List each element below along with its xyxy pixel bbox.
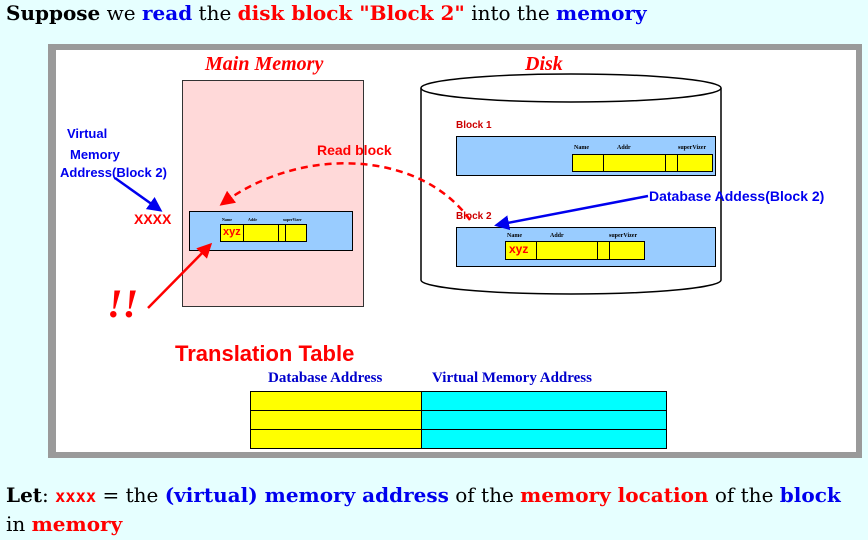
read-block-label: Read block bbox=[317, 142, 392, 158]
database-address-arrow bbox=[494, 194, 649, 231]
header-word-the: the bbox=[198, 1, 232, 25]
footer-block: block bbox=[779, 483, 841, 507]
virtual-address-arrow bbox=[114, 176, 163, 212]
header-word-we: we bbox=[106, 1, 136, 25]
table-cell-vm bbox=[421, 410, 667, 430]
disk-label: Disk bbox=[525, 53, 563, 75]
footer-colon: : bbox=[42, 483, 49, 507]
table-header-vm-address: Virtual Memory Address bbox=[432, 370, 592, 386]
footer-equals-the: = the bbox=[102, 483, 159, 507]
footer-in: in bbox=[6, 512, 26, 536]
table-header-db-address: Database Address bbox=[268, 370, 383, 386]
footer-virtual-memory-address: (virtual) memory address bbox=[164, 483, 449, 507]
exclamation-mark: !! bbox=[107, 281, 139, 326]
xxxx-label: XXXX bbox=[134, 211, 172, 227]
memory-field-addr: Addr bbox=[248, 217, 258, 222]
memory-xyz: xyz bbox=[223, 226, 241, 238]
block2-field-addr: Addr bbox=[550, 233, 564, 239]
virtual-label-line1: Virtual bbox=[67, 126, 108, 141]
memory-field-super: superVizer bbox=[283, 217, 302, 222]
block1-label: Block 1 bbox=[456, 120, 492, 131]
table-cell-db bbox=[250, 410, 422, 430]
block2-field-super: superVizer bbox=[609, 233, 638, 239]
database-address-label: Database Addess(Block 2) bbox=[649, 188, 825, 204]
footer-memory-location: memory location bbox=[520, 483, 709, 507]
translation-table bbox=[250, 391, 667, 449]
footer-of-the-1: of the bbox=[455, 483, 514, 507]
header-sentence: Suppose we read the disk block "Block 2"… bbox=[6, 0, 647, 26]
block2-xyz: xyz bbox=[509, 242, 529, 256]
memory-field-name: Name bbox=[222, 217, 232, 222]
main-memory-box bbox=[182, 80, 364, 307]
table-cell-vm bbox=[421, 391, 667, 411]
footer-memory: memory bbox=[31, 512, 123, 536]
header-word-read: read bbox=[141, 1, 193, 25]
block1-field-addr: Addr bbox=[617, 145, 631, 151]
block2-field-name: Name bbox=[507, 233, 522, 239]
table-row bbox=[250, 410, 667, 430]
footer-xxxx: xxxx bbox=[55, 487, 97, 507]
header-word-into-the: into the bbox=[471, 1, 550, 25]
table-cell-vm bbox=[421, 429, 667, 449]
main-memory-label: Main Memory bbox=[205, 53, 324, 75]
table-cell-db bbox=[250, 429, 422, 449]
exclamation-arrow bbox=[147, 242, 213, 309]
footer-sentence: Let: xxxx = the (virtual) memory address… bbox=[6, 482, 862, 538]
read-block-arrow bbox=[219, 162, 472, 221]
table-row bbox=[250, 391, 667, 411]
block2-label: Block 2 bbox=[456, 211, 492, 222]
block2-super-cell bbox=[609, 241, 645, 260]
table-cell-db bbox=[250, 391, 422, 411]
table-row bbox=[250, 429, 667, 449]
header-word-memory: memory bbox=[556, 1, 647, 25]
block1-super-cell bbox=[677, 154, 713, 172]
block1-field-name: Name bbox=[574, 145, 589, 151]
memory-super-cell bbox=[285, 224, 307, 242]
header-disk-block: disk block "Block 2" bbox=[237, 1, 465, 25]
virtual-label-line2: Memory bbox=[70, 147, 120, 162]
footer-word-let: Let bbox=[6, 483, 43, 507]
block1-field-super: superVizer bbox=[678, 145, 707, 151]
header-word-suppose: Suppose bbox=[6, 1, 101, 25]
virtual-label-line3: Address(Block 2) bbox=[60, 165, 167, 180]
translation-table-title: Translation Table bbox=[175, 341, 355, 366]
footer-of-the-2: of the bbox=[714, 483, 774, 507]
